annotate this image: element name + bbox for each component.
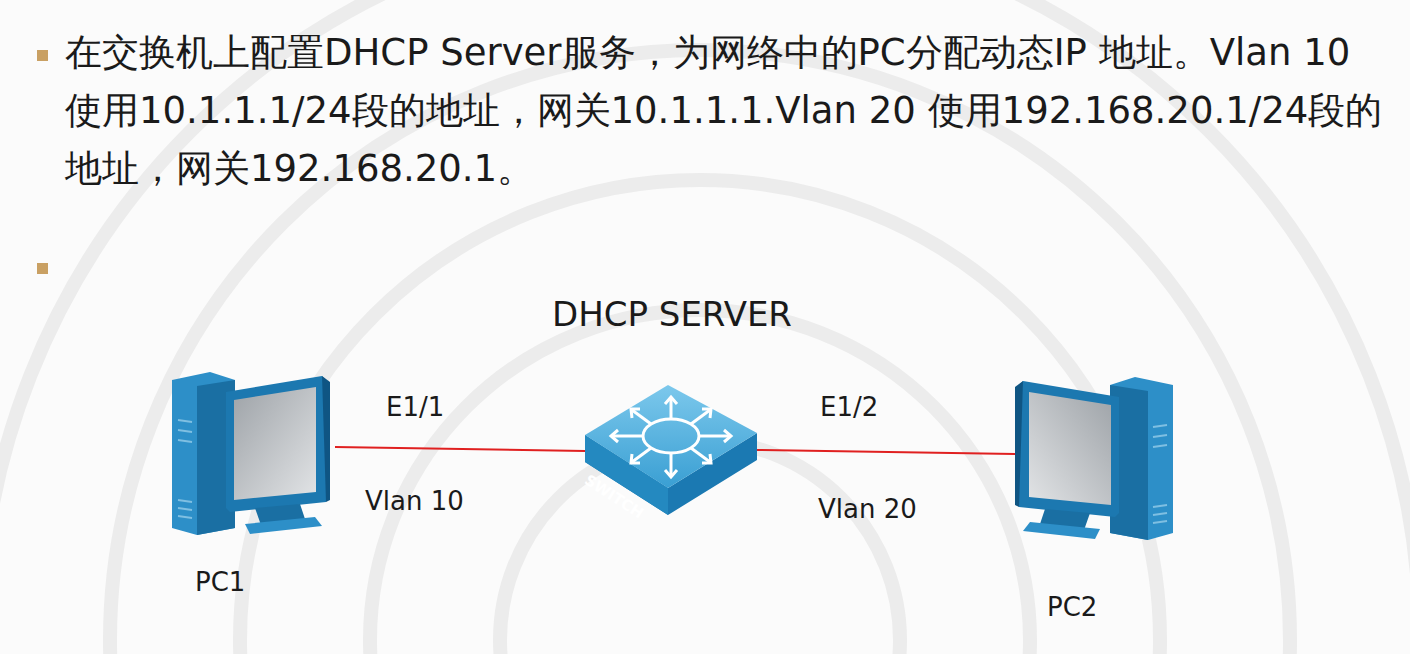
diagram-label: DHCP SERVER	[552, 294, 792, 334]
network-cable	[335, 447, 585, 451]
pc-device: PC2	[1015, 372, 1177, 622]
task-statement: 在交换机上配置DHCP Server服务，为网络中的PC分配动态IP 地址。Vl…	[65, 24, 1385, 198]
device-name: PC1	[195, 567, 245, 597]
network-cable	[757, 450, 1015, 454]
device-name: PC2	[1047, 592, 1097, 622]
port-label: E1/2	[820, 392, 878, 422]
pc-device: PC1	[165, 365, 335, 597]
switch-device: SWITCH	[585, 383, 757, 517]
diagram-label: Vlan 20	[818, 494, 917, 524]
device-badge: SWITCH	[581, 471, 647, 522]
diagram-label: Vlan 10	[365, 486, 464, 516]
port-label: E1/1	[386, 392, 444, 422]
